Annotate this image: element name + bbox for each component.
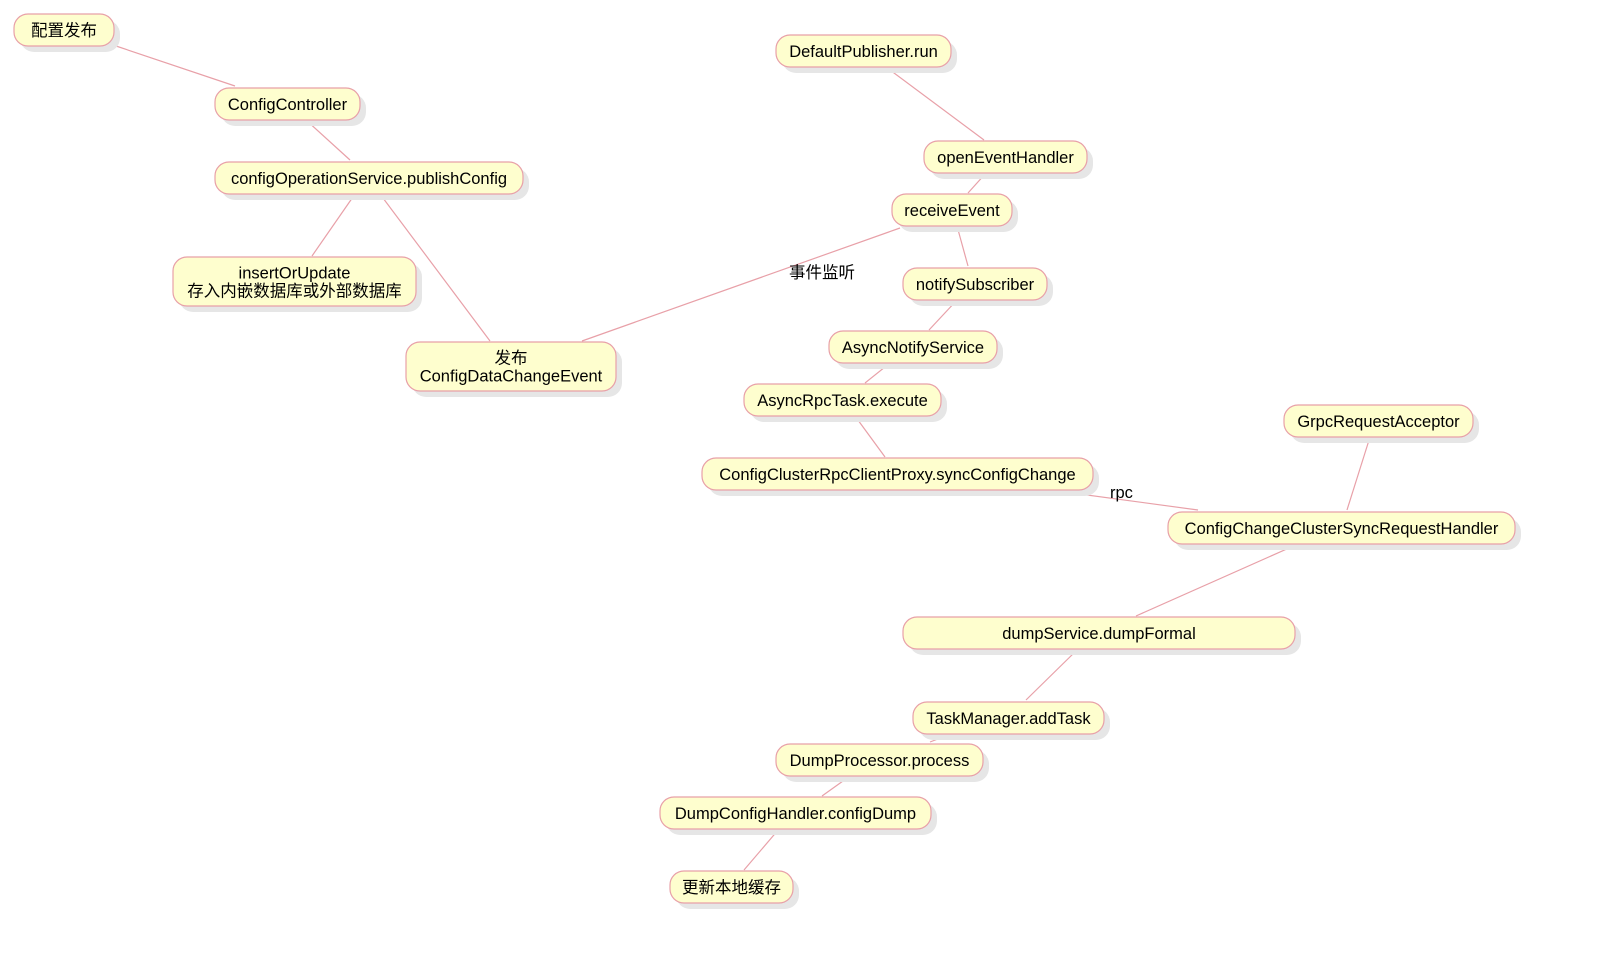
node-box xyxy=(1283,404,1474,438)
node-re: receiveEvent xyxy=(891,193,1018,232)
node-label: ConfigDataChangeEvent xyxy=(420,368,603,386)
edge-labels-layer: 事件监听 rpc xyxy=(789,263,1133,502)
node-label: dumpService.dumpFormal xyxy=(1002,625,1196,643)
node-box xyxy=(659,796,932,830)
node-box xyxy=(669,870,794,904)
node-box xyxy=(912,701,1105,735)
node-box xyxy=(13,13,115,47)
node-box xyxy=(172,256,417,307)
node-box xyxy=(214,161,524,195)
node-ccsrh: ConfigChangeClusterSyncRequestHandler xyxy=(1167,511,1521,550)
node-box xyxy=(923,140,1088,174)
node-label: receiveEvent xyxy=(904,202,1000,220)
node-box xyxy=(775,743,984,777)
node-label: ConfigController xyxy=(228,96,348,114)
node-label: AsyncNotifyService xyxy=(842,339,984,357)
edge-art-to-ccrp xyxy=(854,415,886,458)
node-label: openEventHandler xyxy=(937,149,1074,167)
node-dpr: DefaultPublisher.run xyxy=(775,34,957,73)
node-dsdf: dumpService.dumpFormal xyxy=(902,616,1301,655)
node-oeh: openEventHandler xyxy=(923,140,1093,179)
node-label: 更新本地缓存 xyxy=(682,878,781,897)
node-label: AsyncRpcTask.execute xyxy=(757,392,928,410)
node-label: 配置发布 xyxy=(31,21,97,40)
nodes-layer: 配置发布 ConfigController configOperationServi… xyxy=(13,13,1521,909)
node-gra: GrpcRequestAcceptor xyxy=(1283,404,1479,443)
node-tm: TaskManager.addTask xyxy=(912,701,1110,740)
node-box xyxy=(828,330,998,364)
node-dch: DumpConfigHandler.configDump xyxy=(659,796,937,835)
node-ccrp: ConfigClusterRpcClientProxy.syncConfigCh… xyxy=(701,457,1099,496)
edge-pub-to-cc xyxy=(115,45,236,87)
node-box xyxy=(902,267,1048,301)
node-label: configOperationService.publishConfig xyxy=(231,170,507,188)
node-box xyxy=(701,457,1094,491)
node-label: DumpConfigHandler.configDump xyxy=(675,805,916,823)
node-ns: notifySubscriber xyxy=(902,267,1053,306)
node-ans: AsyncNotifyService xyxy=(828,330,1003,369)
node-label: 发布 xyxy=(495,349,528,368)
node-box xyxy=(405,341,617,392)
edge-dpr-to-oeh xyxy=(885,66,985,141)
node-cos: configOperationService.publishConfig xyxy=(214,161,529,200)
edge-ccsrh-to-dsdf xyxy=(1135,543,1299,617)
node-label: insertOrUpdate xyxy=(239,265,351,283)
node-box xyxy=(775,34,952,68)
node-box xyxy=(214,87,361,121)
node-pub: 配置发布 xyxy=(13,13,120,52)
node-art: AsyncRpcTask.execute xyxy=(743,383,947,422)
node-label: 存入内嵌数据库或外部数据库 xyxy=(187,282,402,301)
node-label: DumpProcessor.process xyxy=(790,752,970,770)
node-box xyxy=(891,193,1013,227)
node-box xyxy=(902,616,1296,650)
node-label: DefaultPublisher.run xyxy=(789,43,938,61)
edge-cc-to-cos xyxy=(305,119,351,161)
edge-dch-to-cache xyxy=(743,828,780,871)
node-box xyxy=(1167,511,1516,545)
edge-re-to-ns xyxy=(956,225,969,267)
edge-cos-to-ins xyxy=(311,193,356,257)
node-label: ConfigChangeClusterSyncRequestHandler xyxy=(1185,520,1499,538)
edge-cos-to-cdce xyxy=(379,193,491,342)
node-label: ConfigClusterRpcClientProxy.syncConfigCh… xyxy=(719,466,1075,484)
edge-label: 事件监听 xyxy=(789,263,855,282)
node-label: GrpcRequestAcceptor xyxy=(1297,413,1460,431)
node-label: TaskManager.addTask xyxy=(926,710,1091,728)
node-dp: DumpProcessor.process xyxy=(775,743,989,782)
edge-cdce-to-re xyxy=(581,227,901,342)
node-label: notifySubscriber xyxy=(916,276,1035,294)
node-box xyxy=(743,383,942,417)
edge-gra-to-ccsrh xyxy=(1346,436,1371,511)
node-cache: 更新本地缓存 xyxy=(669,870,799,909)
node-cc: ConfigController xyxy=(214,87,366,126)
edge-dsdf-to-tm xyxy=(1025,648,1079,701)
edge-label: rpc xyxy=(1110,484,1133,502)
